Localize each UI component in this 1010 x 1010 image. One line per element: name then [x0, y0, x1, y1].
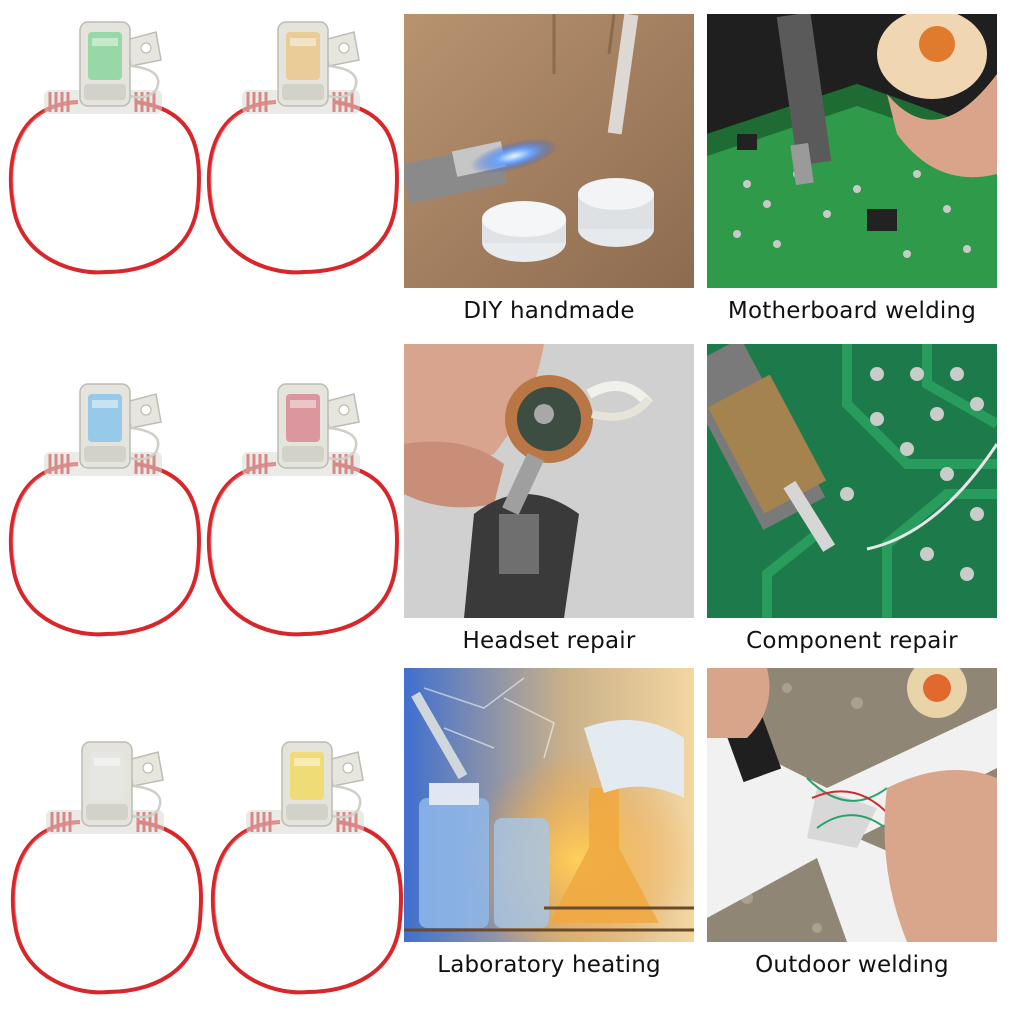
application-tile-outdoor-welding: Outdoor welding [707, 668, 997, 978]
fuse-holder-product [204, 372, 404, 652]
application-label: Motherboard welding [727, 298, 977, 324]
application-tile-headset-repair: Headset repair [404, 344, 694, 654]
application-tile-component-repair: Component repair [707, 344, 997, 654]
motherboard-welding-photo [707, 14, 997, 288]
component-repair-photo [707, 344, 997, 618]
outdoor-welding-photo [707, 668, 997, 942]
fuse-holder-product [6, 10, 206, 290]
fuse-holder-product [208, 730, 408, 1010]
application-label: DIY handmade [463, 298, 635, 324]
application-tile-motherboard-welding: Motherboard welding [707, 14, 997, 324]
application-label: Laboratory heating [437, 952, 661, 978]
fuse-holder-product [8, 730, 208, 1010]
diy-handmade-photo [404, 14, 694, 288]
headset-repair-photo [404, 344, 694, 618]
fuse-holder-product [204, 10, 404, 290]
fuse-holder-product [6, 372, 206, 652]
application-tile-laboratory-heating: Laboratory heating [404, 668, 694, 978]
application-label: Headset repair [462, 628, 636, 654]
laboratory-heating-photo [404, 668, 694, 942]
application-label: Component repair [746, 628, 958, 654]
application-label: Outdoor welding [755, 952, 949, 978]
application-tile-diy-handmade: DIY handmade [404, 14, 694, 324]
